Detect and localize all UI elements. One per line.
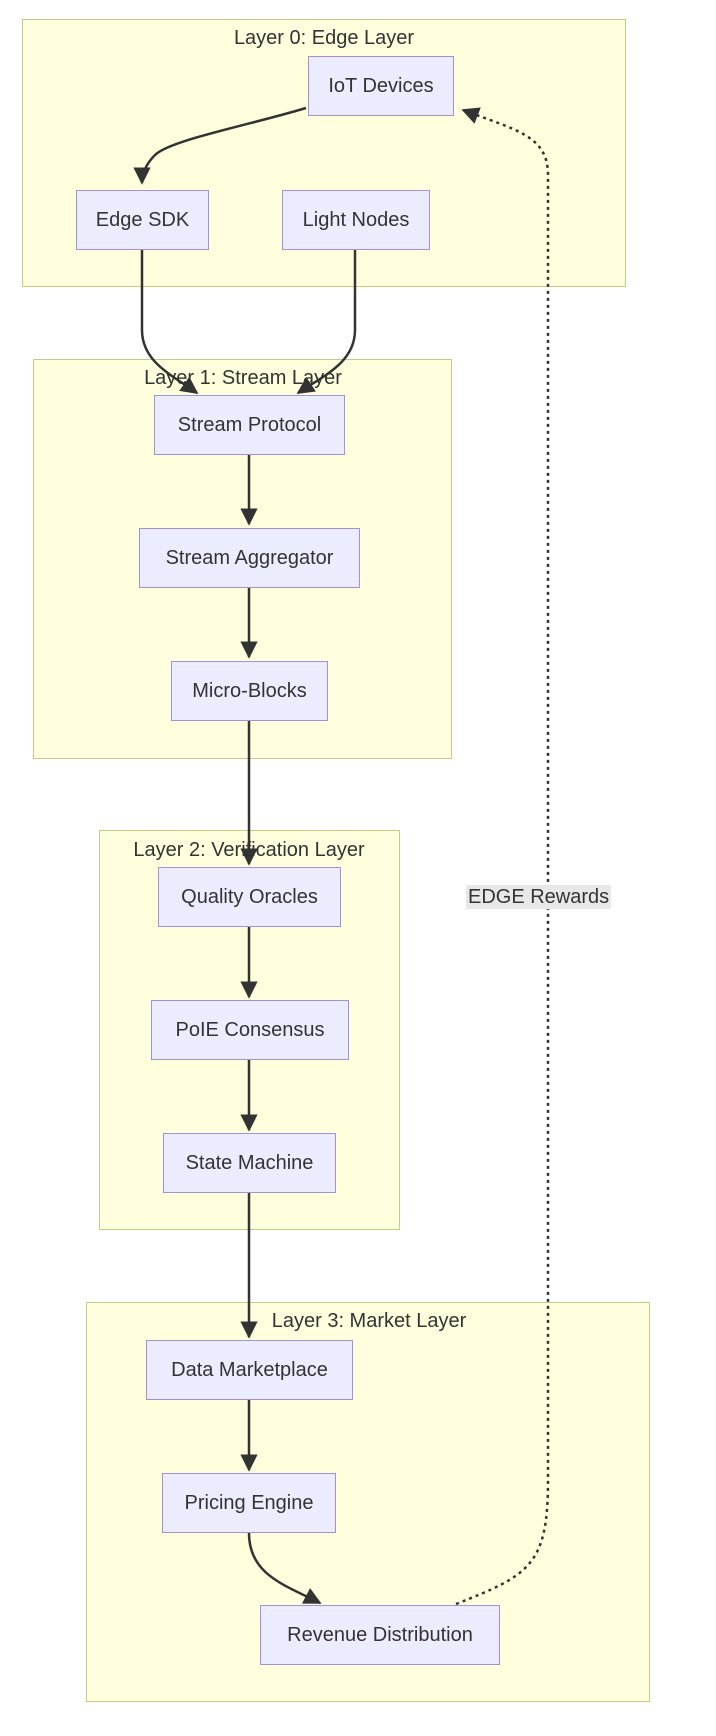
edge-light-to-protocol [296,250,357,395]
edge-revenue-to-iot-rewards [455,107,550,1606]
edge-label-rewards: EDGE Rewards [466,885,612,909]
node-revenue-distribution[interactable]: Revenue Distribution [260,1605,500,1665]
edge-sdk-to-protocol [140,250,199,395]
layer-verification-title: Layer 2: Verification Layer [133,839,365,861]
layer-stream-title: Layer 1: Stream Layer [144,367,342,389]
node-stream-protocol[interactable]: Stream Protocol [154,395,345,455]
node-stream-aggregator[interactable]: Stream Aggregator [139,528,360,588]
layer-edge-title: Layer 0: Edge Layer [233,27,415,49]
node-pricing-engine[interactable]: Pricing Engine [162,1473,336,1533]
edge-iot-to-sdk [133,106,307,185]
node-state-machine[interactable]: State Machine [163,1133,336,1193]
node-data-marketplace[interactable]: Data Marketplace [146,1340,353,1400]
node-micro-blocks[interactable]: Micro-Blocks [171,661,328,721]
node-quality-oracles[interactable]: Quality Oracles [158,867,341,927]
layer-market-title: Layer 3: Market Layer [271,1310,467,1332]
node-edge-sdk[interactable]: Edge SDK [76,190,209,250]
node-light-nodes[interactable]: Light Nodes [282,190,430,250]
edge-pricing-to-revenue [247,1532,322,1605]
node-iot-devices[interactable]: IoT Devices [308,56,454,116]
node-poie-consensus[interactable]: PoIE Consensus [151,1000,349,1060]
